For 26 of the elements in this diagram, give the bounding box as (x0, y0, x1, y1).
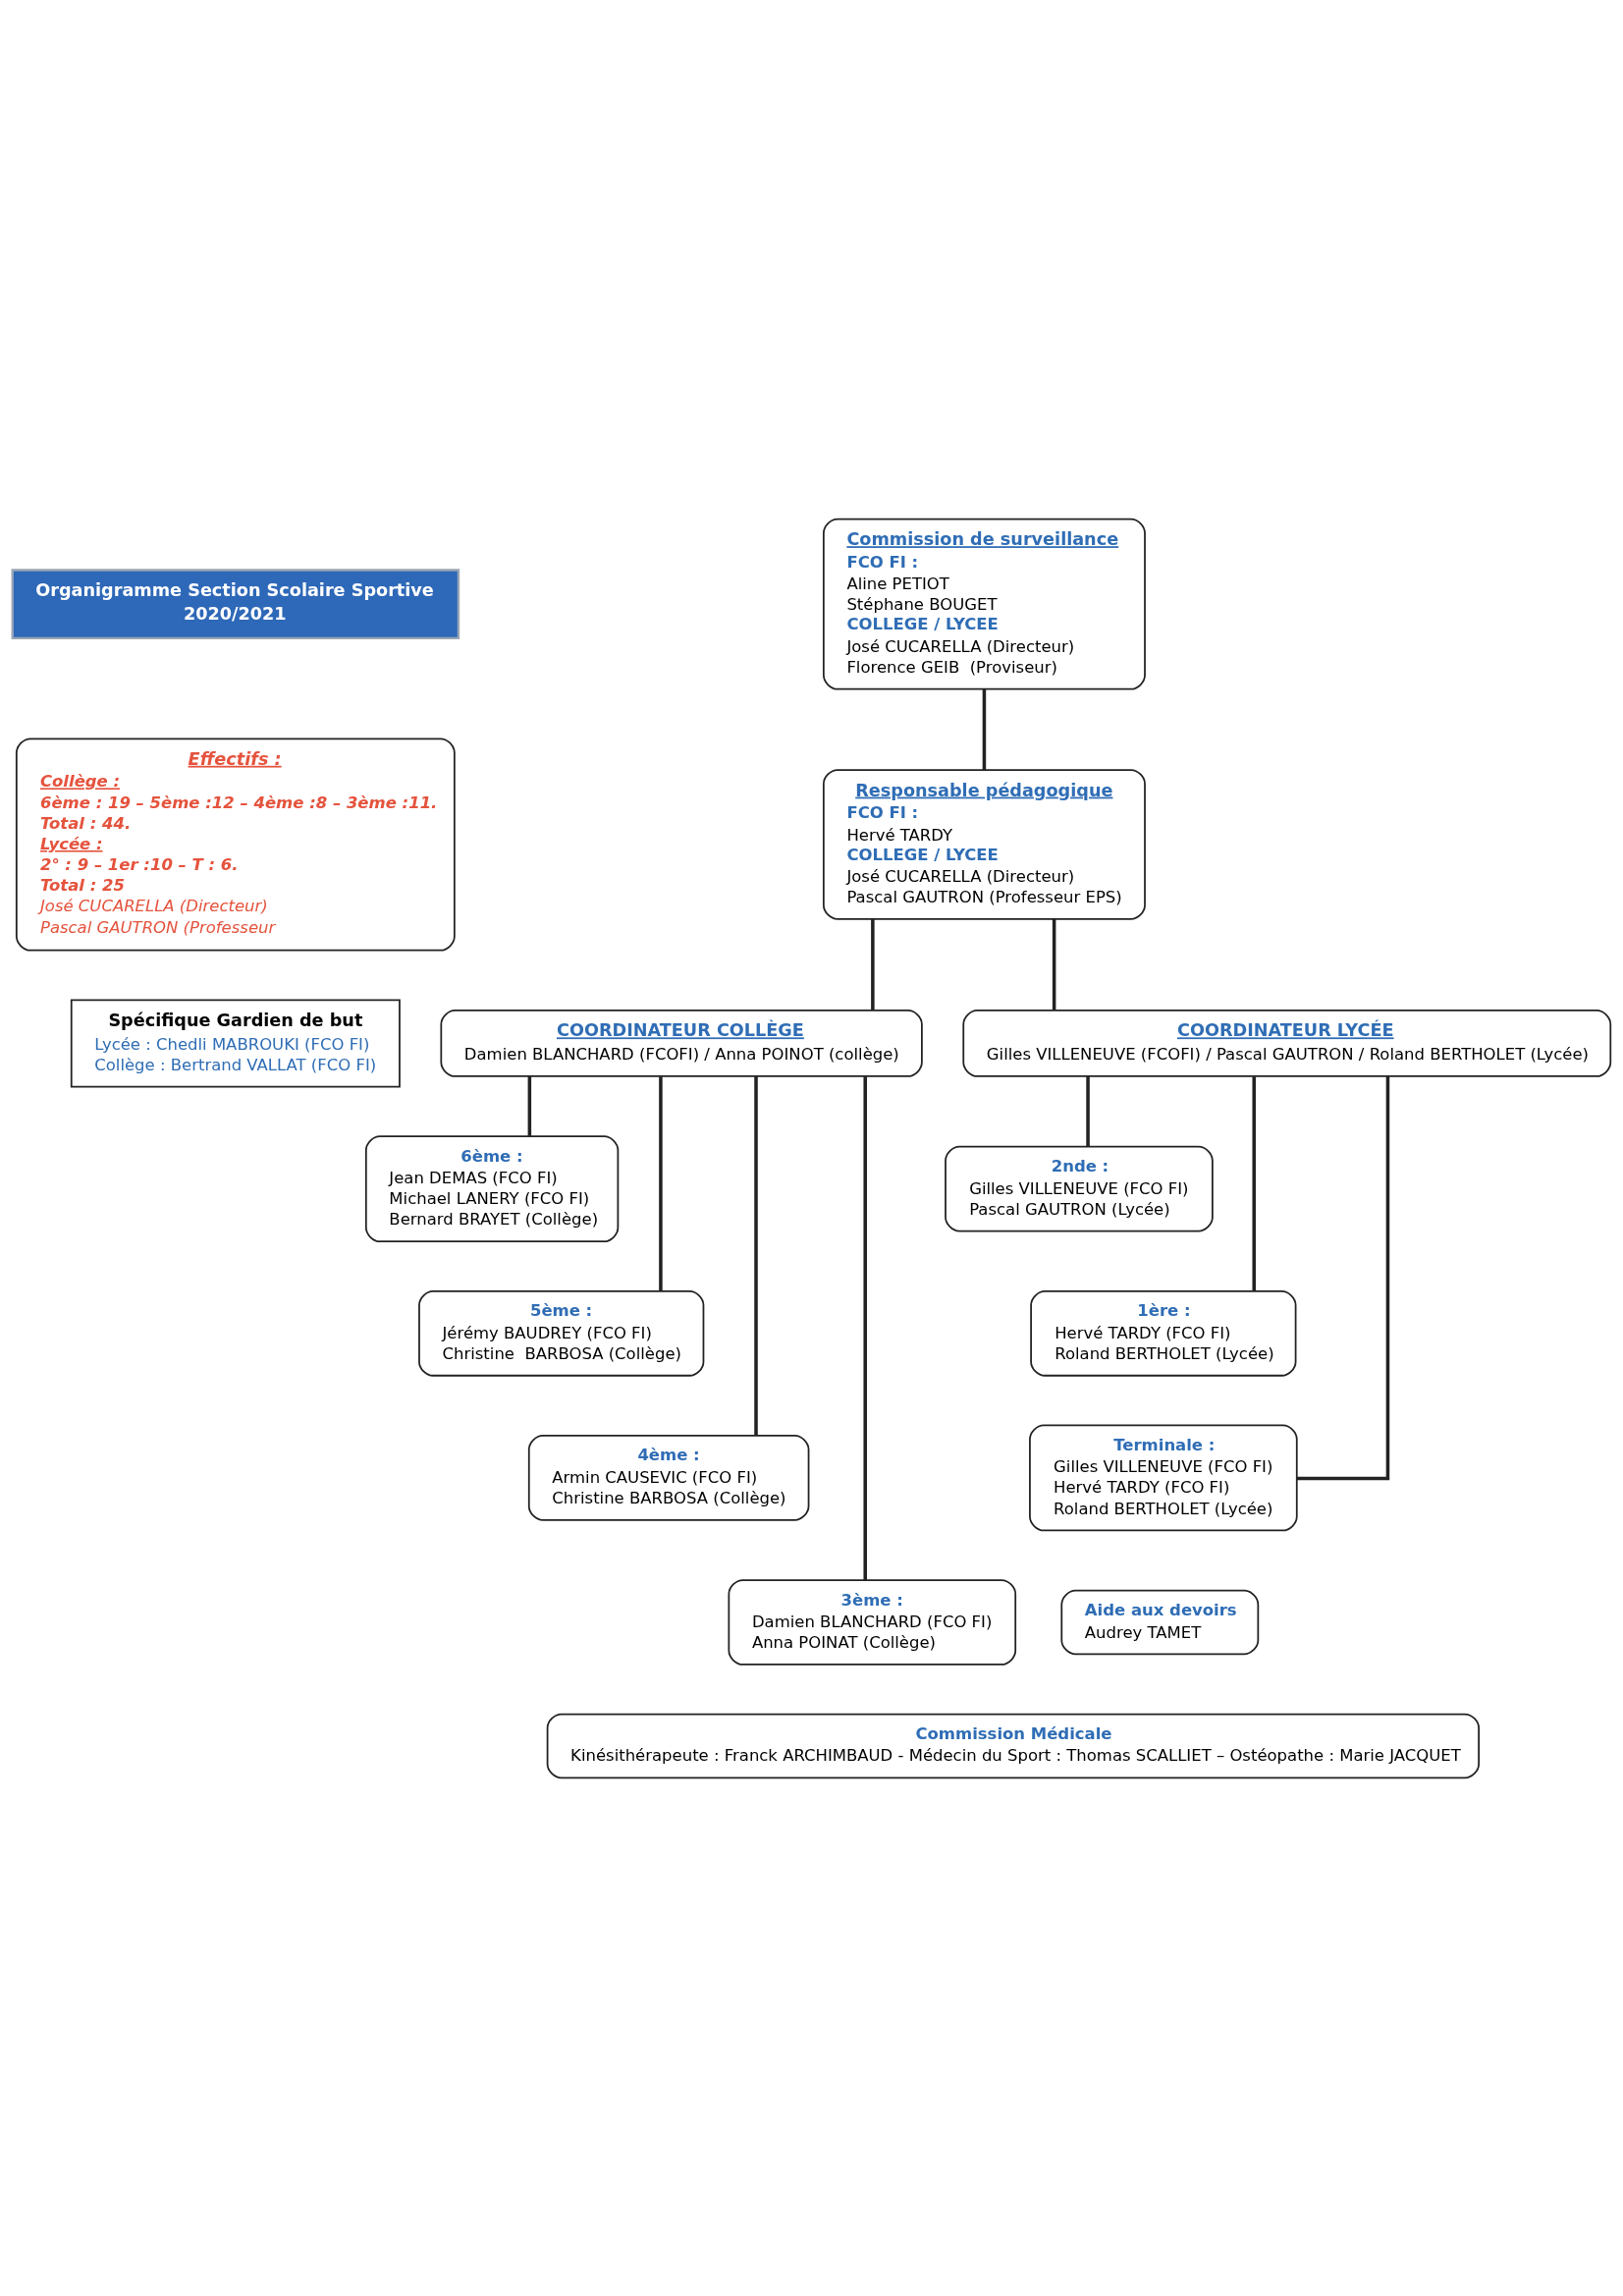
node-box: COORDINATEUR COLLÈGE Damien BLANCHARD (FCOFI) / Anna POINOT (collège) (440, 1009, 923, 1077)
node-box: 3ème : Damien BLANCHARD (FCO FI) Anna POINAT (Collège) (728, 1578, 1017, 1666)
node-box: 4ème : Armin CAUSEVIC (FCO FI) Christine BARBOSA (Collège) (527, 1434, 810, 1521)
node-box: Responsable pédagogique FCO FI : Hervé TARDY COLLEGE / LYCEE José CUCARELLA (Directeur) Pascal GAUTRON (Professeur EPS) (822, 768, 1146, 920)
node-box: 6ème : Jean DEMAS (FCO FI) Michael LANERY (FCO FI) Bernard BRAYET (Collège) (364, 1134, 620, 1242)
connector (871, 918, 875, 1010)
connector (527, 1075, 532, 1136)
node-box: Organigramme Section Scolaire Sportive 2020/2021 (11, 568, 460, 639)
node-box: 1ère : Hervé TARDY (FCO FI) Roland BERTHOLET (Lycée) (1030, 1289, 1297, 1377)
node-box: 5ème : Jérémy BAUDREY (FCO FI) Christine BARBOSA (Collège) (418, 1289, 705, 1377)
connector (1296, 1075, 1390, 1480)
node-box: 2nde : Gilles VILLENEUVE (FCO FI) Pascal GAUTRON (Lycée) (945, 1145, 1214, 1232)
connector (754, 1075, 758, 1436)
node-box: Effectifs : Collège : 6ème : 19 – 5ème :12 – 4ème :8 – 3ème :11. Total : 44. Lycée : 2° : 9 – 1er :10 – T : 6. Total : 25 José CUCARELLA (Directeur) Pascal GAUTRON (Professeur (15, 737, 456, 952)
node-box: Aide aux devoirs Audrey TAMET (1060, 1589, 1260, 1655)
node-box: COORDINATEUR LYCÉE Gilles VILLENEUVE (FCOFI) / Pascal GAUTRON / Roland BERTHOLET (Lycée) (962, 1009, 1612, 1077)
connector (982, 688, 987, 770)
connector (1052, 918, 1056, 1010)
connector (659, 1075, 663, 1291)
node-box: Spécifique Gardien de but Lycée : Chedli MABROUKI (FCO FI) Collège : Bertrand VALLAT (FCO FI) (70, 998, 401, 1087)
node-box: Commission Médicale Kinésithérapeute : Franck ARCHIMBAUD - Médecin du Sport : Thomas SCALLIET – Ostéopathe : Marie JACQUET (546, 1713, 1480, 1778)
connector (1086, 1075, 1090, 1147)
connector (1252, 1075, 1256, 1291)
node-box: Commission de surveillance FCO FI : Aline PETIOT Stéphane BOUGET COLLEGE / LYCEE José CUCARELLA (Directeur) Florence GEIB (Proviseur) (822, 518, 1146, 690)
node-box: Terminale : Gilles VILLENEUVE (FCO FI) Hervé TARDY (FCO FI) Roland BERTHOLET (Lycée) (1029, 1423, 1298, 1531)
connector (863, 1075, 867, 1580)
